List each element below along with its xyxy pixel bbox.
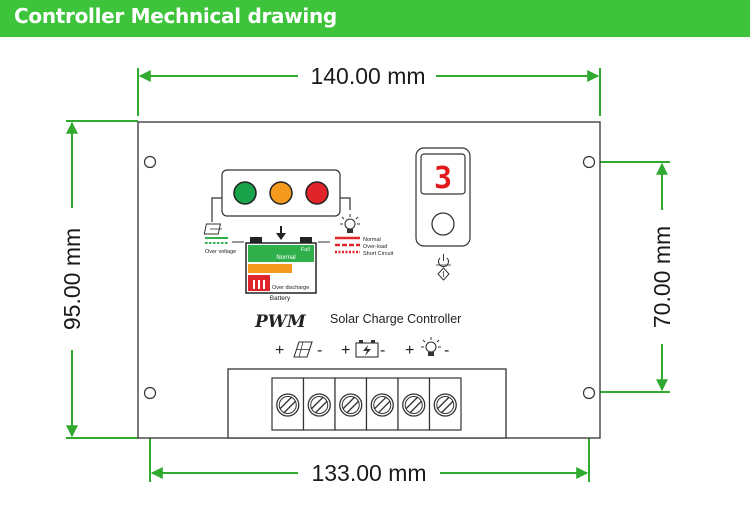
svg-text:+: +: [275, 342, 284, 359]
setting-button[interactable]: [431, 212, 455, 236]
brand-label: PWM: [254, 312, 307, 332]
svg-text:+: +: [341, 342, 350, 359]
battery-normal-label: Normal: [276, 255, 295, 261]
load-normal-label: Normal: [363, 237, 381, 243]
display-screen: [420, 153, 466, 195]
led-orange: [269, 181, 293, 205]
battery-connection-label: + -: [341, 340, 385, 359]
dimension-label-left: 95.00 mm: [59, 228, 85, 330]
bulb-icon: [421, 337, 441, 356]
screw-terminal-icon[interactable]: [397, 377, 431, 431]
screw-terminal-icon[interactable]: [428, 377, 462, 431]
solar-connection-label: + -: [275, 341, 322, 359]
screw-terminal-icon[interactable]: [365, 377, 399, 431]
load-short-label: Short Circuit: [363, 251, 394, 257]
digital-display-module: 3: [415, 147, 471, 247]
led-red: [305, 181, 329, 205]
terminal-block: [271, 377, 462, 431]
product-name: Solar Charge Controller: [330, 312, 461, 326]
svg-text:+: +: [405, 342, 414, 359]
dimension-right-height: 70.00 mm: [594, 161, 675, 393]
bulb-icon: [340, 214, 360, 233]
svg-text:-: -: [317, 342, 322, 359]
header-banner: Controller Mechnical drawing: [0, 0, 750, 37]
dimension-left-height: 95.00 mm: [59, 120, 138, 439]
mounting-hole: [582, 386, 596, 400]
page-title: Controller Mechnical drawing: [14, 4, 337, 28]
screw-terminal-icon[interactable]: [334, 377, 368, 431]
arrow-down-icon: [276, 226, 286, 240]
screw-terminal-icon[interactable]: [302, 377, 336, 431]
dimension-label-right: 70.00 mm: [649, 226, 675, 328]
mounting-hole: [143, 386, 157, 400]
mounting-hole: [582, 155, 596, 169]
battery-icon: [355, 340, 379, 358]
solar-panel-icon: [293, 341, 313, 358]
svg-text:-: -: [444, 342, 449, 359]
over-voltage-label: Over voltage: [205, 249, 236, 255]
solar-panel-icon: [203, 223, 222, 235]
load-connection-label: + -: [405, 337, 449, 359]
dimension-label-bottom: 133.00 mm: [311, 460, 426, 486]
mounting-hole: [143, 155, 157, 169]
load-overload-label: Over-load: [363, 244, 387, 250]
led-green: [233, 181, 257, 205]
screw-terminal-icon[interactable]: [271, 377, 305, 431]
load-status-indicator: Normal Over-load Short Circuit: [318, 236, 394, 257]
battery-full-label: Full: [301, 247, 310, 253]
dimension-top-width: 140.00 mm: [137, 63, 601, 116]
over-voltage-indicator: Over voltage: [205, 237, 244, 255]
dimension-label-top: 140.00 mm: [310, 63, 425, 89]
dimension-bottom-width: 133.00 mm: [149, 396, 590, 486]
battery-over-discharge-label: Over discharge: [272, 285, 309, 291]
led-indicator-panel: [221, 169, 341, 217]
svg-text:-: -: [380, 342, 385, 359]
display-digit: 3: [434, 161, 452, 196]
battery-icon: Full Normal Over discharge Battery: [245, 237, 317, 302]
power-icon: [436, 254, 451, 281]
battery-label: Battery: [270, 295, 291, 302]
